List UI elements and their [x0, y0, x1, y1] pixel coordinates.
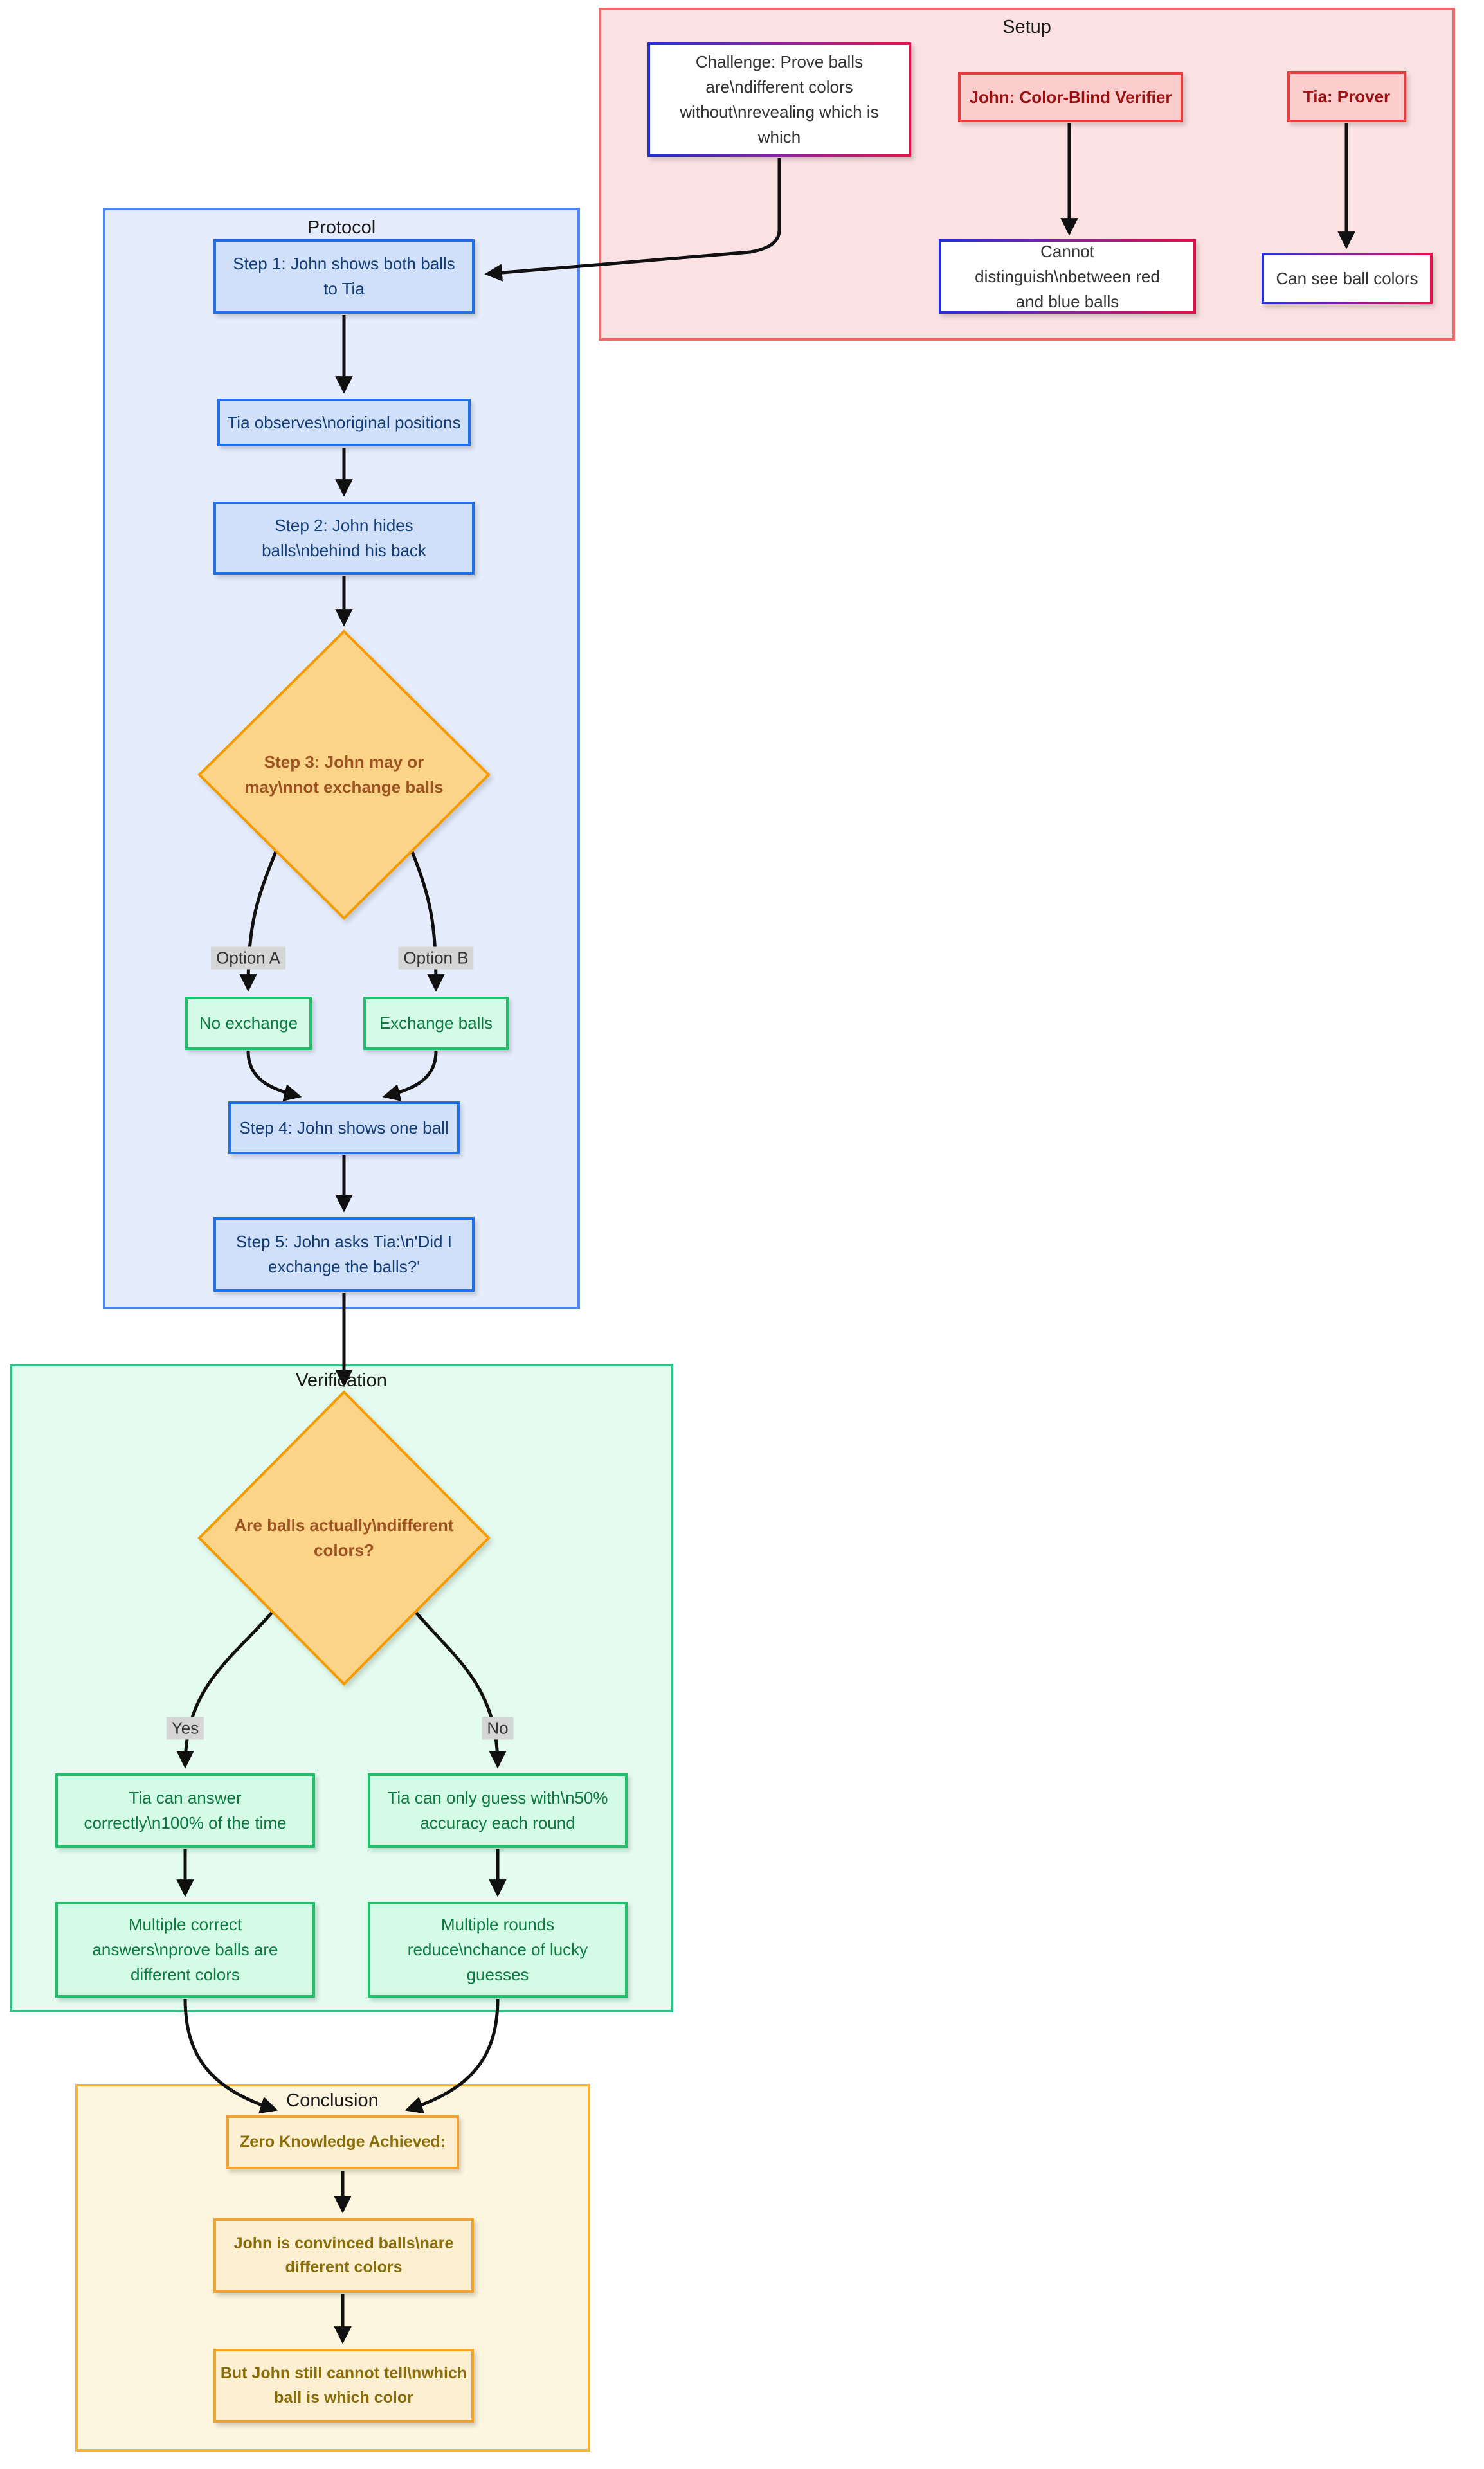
node-step3-decision: Step 3: John may or may\nnot exchange ba… [244, 752, 444, 797]
section-title-verification: Verification [296, 1370, 387, 1391]
node-zero-knowledge: Zero Knowledge Achieved: [226, 2115, 459, 2169]
node-step1: Step 1: John shows both balls to Tia [213, 239, 475, 314]
edge-label-option-b: Option B [398, 946, 474, 970]
section-title-conclusion: Conclusion [286, 2090, 379, 2111]
node-step2: Step 2: John hides balls\nbehind his bac… [213, 502, 475, 575]
edge-label-yes: Yes [166, 1717, 204, 1740]
node-multiple-correct: Multiple correct answers\nprove balls ar… [55, 1902, 315, 1998]
section-title-setup: Setup [1002, 17, 1051, 37]
node-multiple-rounds: Multiple rounds reduce\nchance of lucky … [368, 1902, 628, 1998]
node-tia-observes: Tia observes\noriginal positions [217, 399, 471, 446]
node-answer-correct: Tia can answer correctly\n100% of the ti… [55, 1773, 315, 1848]
node-john-detail: Cannot distinguish\nbetween red and blue… [939, 239, 1196, 314]
node-step5: Step 5: John asks Tia:\n'Did I exchange … [213, 1217, 475, 1292]
section-title-protocol: Protocol [307, 217, 376, 238]
edge-label-option-a: Option A [211, 946, 285, 970]
node-no-exchange: No exchange [185, 997, 312, 1050]
node-challenge: Challenge: Prove balls are\ndifferent co… [647, 42, 911, 157]
node-john-convinced: John is convinced balls\nare different c… [213, 2218, 474, 2293]
edge-label-no: No [482, 1717, 514, 1740]
node-john-verifier: John: Color-Blind Verifier [958, 72, 1183, 122]
node-tia-prover: Tia: Prover [1287, 71, 1406, 122]
node-step4: Step 4: John shows one ball [228, 1101, 460, 1154]
node-guess-only: Tia can only guess with\n50% accuracy ea… [368, 1773, 628, 1848]
node-verification-question: Are balls actually\ndifferent colors? [234, 1515, 454, 1560]
node-cannot-tell: But John still cannot tell\nwhich ball i… [213, 2349, 474, 2423]
node-exchange-balls: Exchange balls [363, 997, 509, 1050]
node-tia-detail: Can see ball colors [1262, 253, 1433, 304]
